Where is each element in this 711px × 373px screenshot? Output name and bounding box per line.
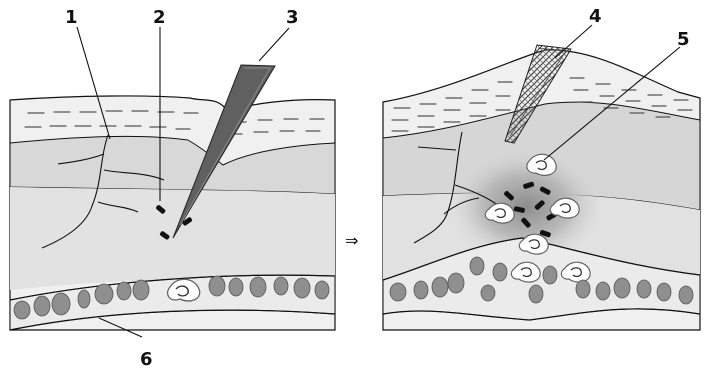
callout-6: 6: [140, 349, 153, 370]
callout-3: 3: [286, 7, 299, 28]
transition-arrow: ⇒: [345, 231, 358, 250]
right-panel: [383, 45, 700, 330]
left-panel: [10, 65, 335, 330]
callout-4: 4: [589, 6, 602, 27]
callout-5: 5: [677, 29, 690, 50]
leader-3: [259, 28, 289, 61]
callout-1: 1: [65, 7, 78, 28]
callout-2: 2: [153, 7, 166, 28]
